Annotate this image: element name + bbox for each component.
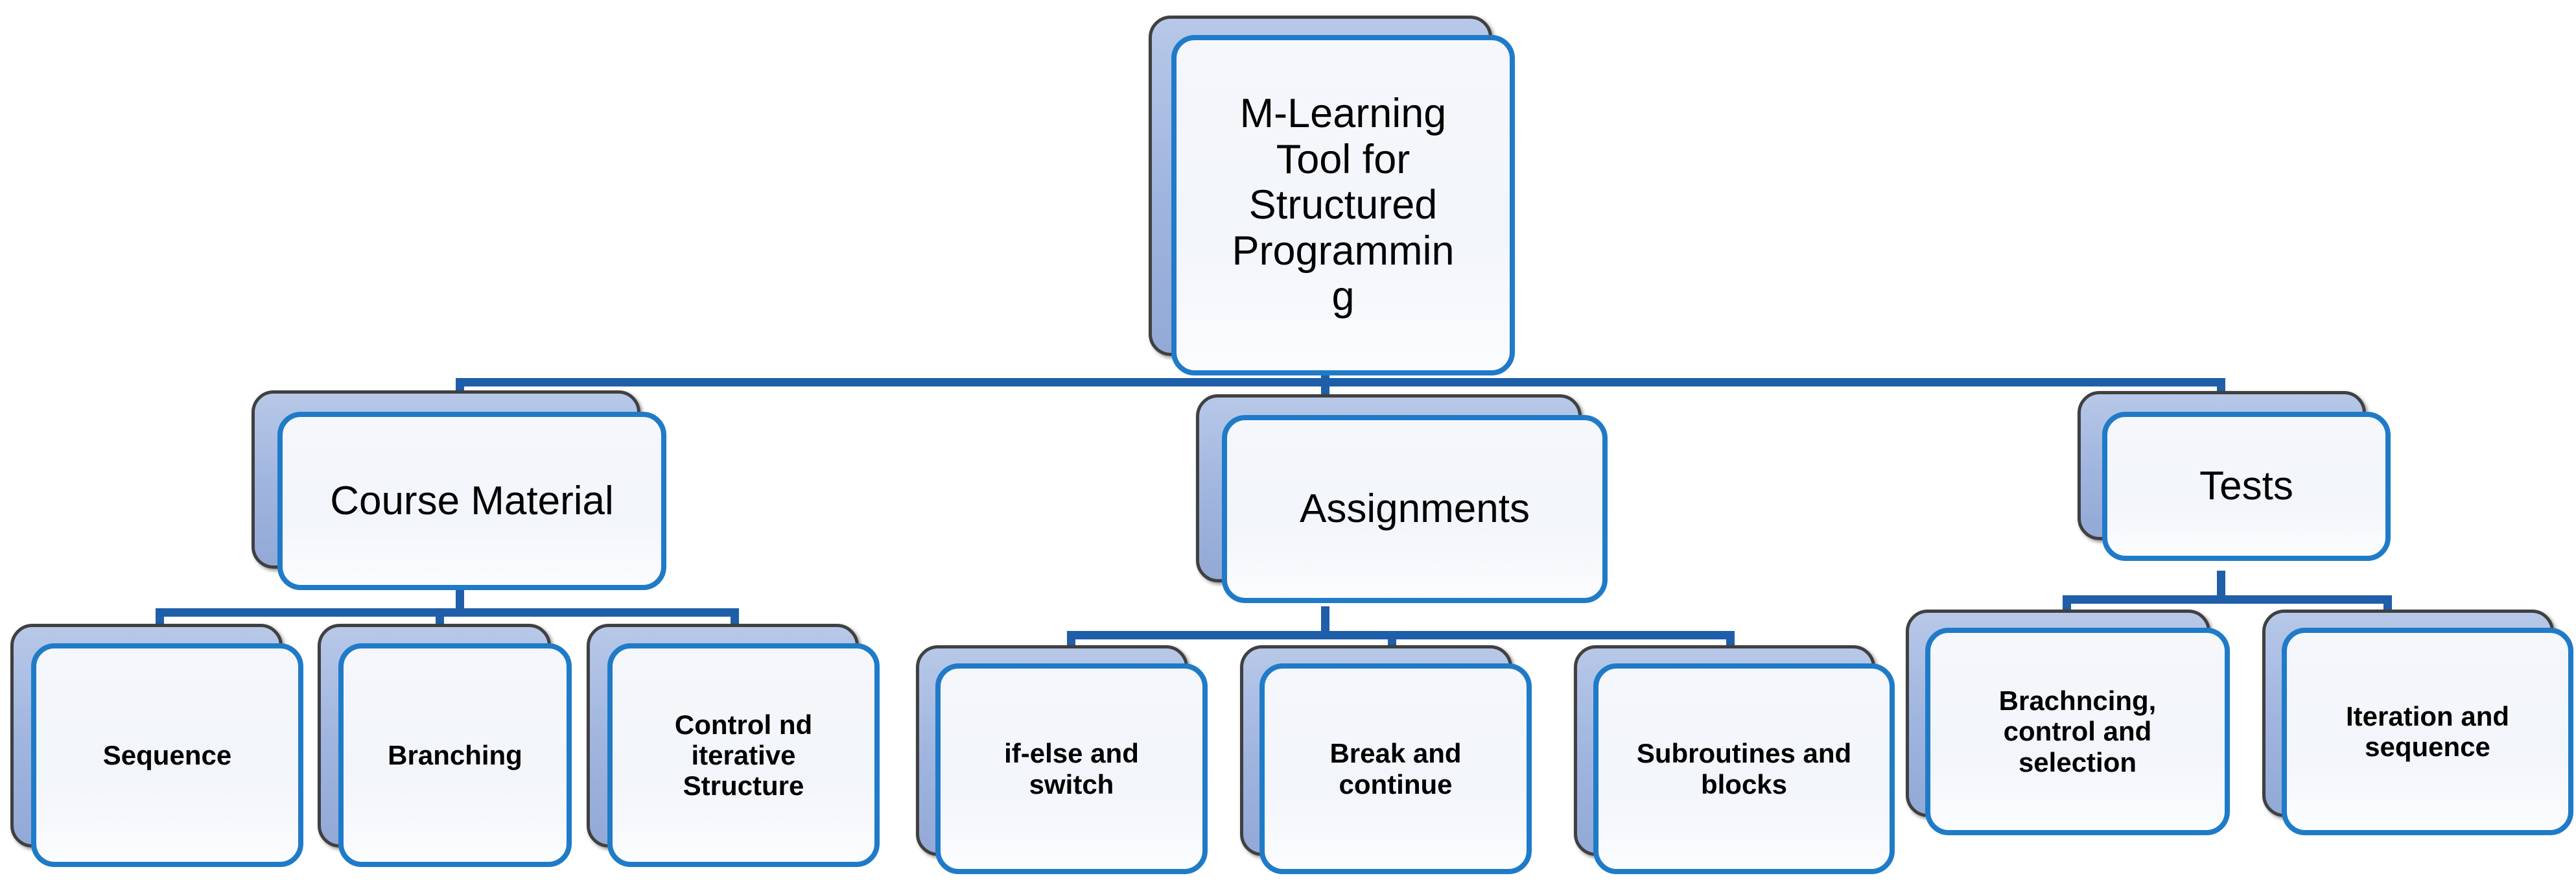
- node-front-layer: Control nd iterative Structure: [607, 643, 880, 867]
- node-front-layer: Break and continue: [1259, 663, 1532, 874]
- node-front-layer: Assignments: [1222, 415, 1608, 603]
- node-assignments[interactable]: Assignments: [1196, 394, 1608, 603]
- node-front-layer: Tests: [2102, 412, 2391, 561]
- node-control-nd-iterative-structure[interactable]: Control nd iterative Structure: [587, 624, 880, 867]
- node-label: Tests: [2199, 464, 2293, 509]
- node-brachncing-control-and-selection[interactable]: Brachncing, control and selection: [1906, 610, 2230, 835]
- node-label: Assignments: [1300, 486, 1530, 532]
- node-sequence[interactable]: Sequence: [10, 624, 303, 867]
- node-label: Brachncing, control and selection: [1998, 685, 2157, 778]
- node-front-layer: Sequence: [31, 643, 303, 867]
- connector-root-bus: [456, 378, 2225, 386]
- node-tests[interactable]: Tests: [2078, 391, 2391, 561]
- node-front-layer: Branching: [338, 643, 572, 867]
- node-if-else-and-switch[interactable]: if-else and switch: [916, 645, 1208, 874]
- node-label: Subroutines and blocks: [1636, 738, 1852, 800]
- node-label: Course Material: [330, 478, 614, 523]
- node-subroutines-and-blocks[interactable]: Subroutines and blocks: [1574, 645, 1895, 874]
- node-front-layer: Iteration and sequence: [2282, 628, 2573, 835]
- node-front-layer: Brachncing, control and selection: [1925, 628, 2230, 835]
- node-branching[interactable]: Branching: [318, 624, 572, 867]
- node-front-layer: if-else and switch: [935, 663, 1208, 874]
- node-label: Control nd iterative Structure: [674, 709, 813, 802]
- node-course-material[interactable]: Course Material: [252, 390, 666, 590]
- connector-stem-tests: [2217, 571, 2225, 600]
- node-label: if-else and switch: [1004, 738, 1139, 800]
- node-front-layer: M-Learning Tool for Structured Programmi…: [1171, 35, 1515, 375]
- node-label: Iteration and sequence: [2345, 700, 2510, 762]
- node-label: Branching: [388, 739, 522, 770]
- connector-bus-course-material: [156, 608, 739, 617]
- node-front-layer: Course Material: [277, 412, 666, 590]
- connector-stem-course-material: [456, 584, 464, 613]
- node-break-and-continue[interactable]: Break and continue: [1240, 645, 1532, 874]
- node-label: Sequence: [102, 739, 232, 770]
- node-front-layer: Subroutines and blocks: [1593, 663, 1895, 874]
- connector-bus-assignments: [1067, 631, 1735, 639]
- connector-bus-tests: [2063, 595, 2392, 604]
- node-label: Break and continue: [1329, 738, 1462, 800]
- node-root[interactable]: M-Learning Tool for Structured Programmi…: [1149, 16, 1515, 375]
- connector-stem-assignments: [1321, 606, 1329, 636]
- node-label: M-Learning Tool for Structured Programmi…: [1232, 91, 1455, 320]
- node-iteration-and-sequence[interactable]: Iteration and sequence: [2262, 610, 2573, 835]
